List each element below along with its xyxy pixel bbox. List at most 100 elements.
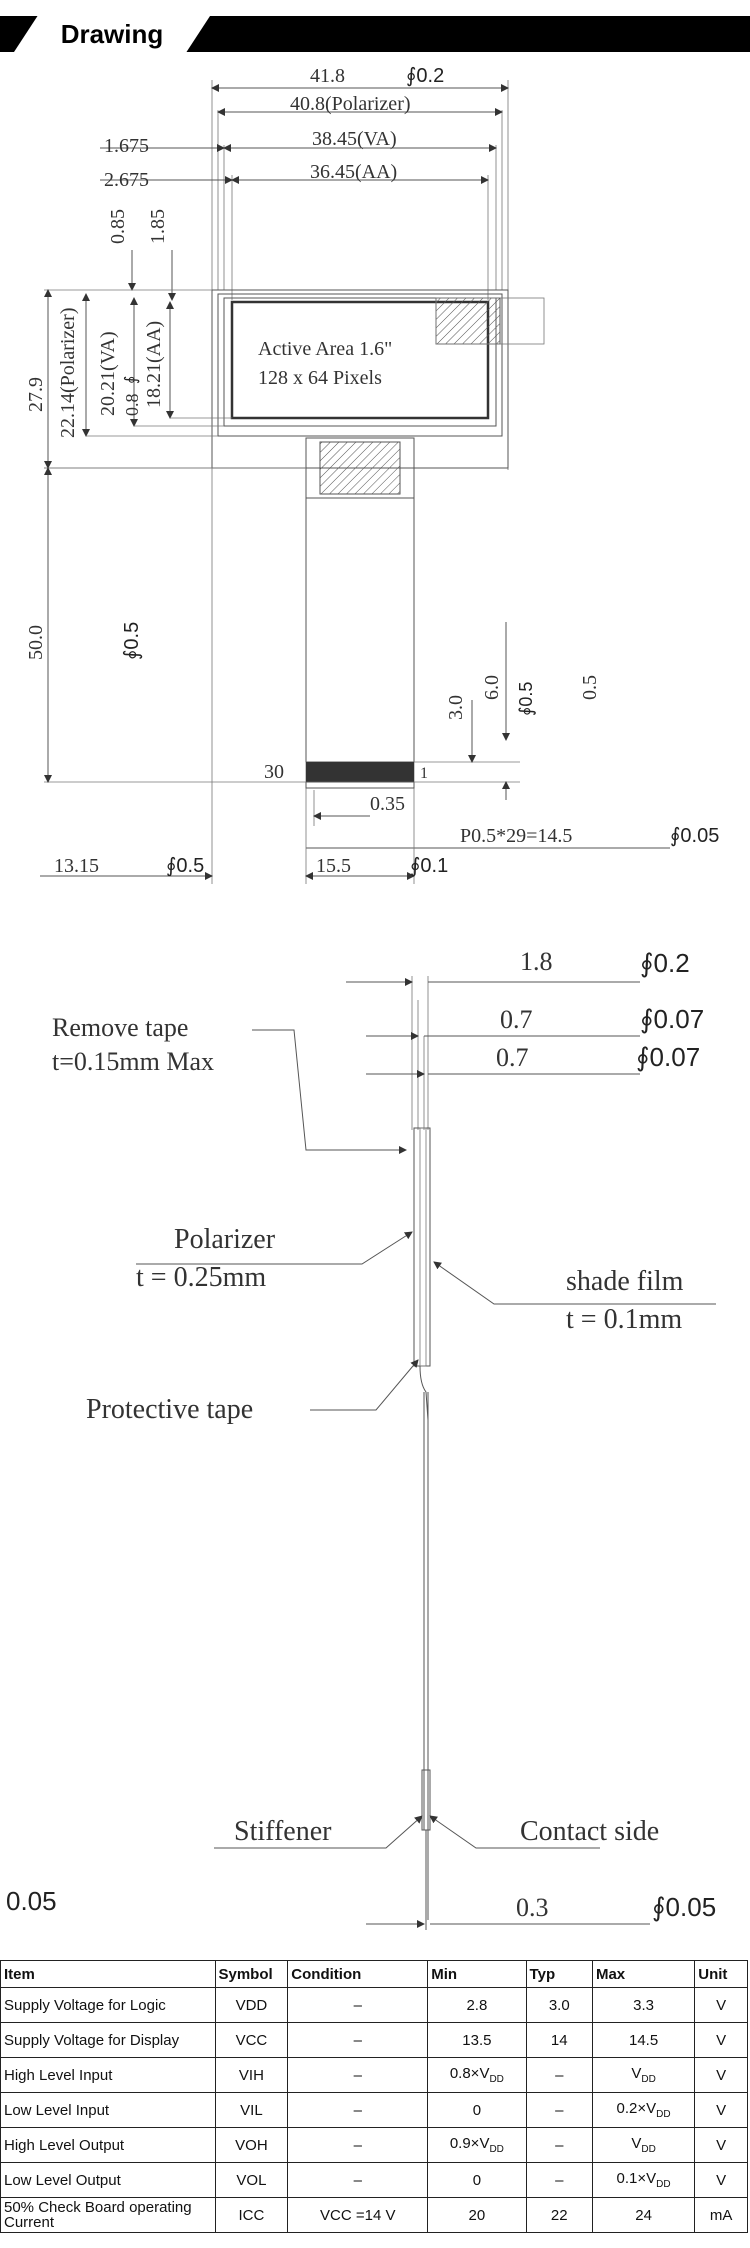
label-shade-film-t: t = 0.1mm xyxy=(566,1304,682,1335)
label-polarizer-t: t = 0.25mm xyxy=(136,1262,266,1293)
cell-max: 0.2×VDD xyxy=(591,2092,696,2128)
mechanical-drawing: 41.8 ∮0.2 40.8(Polarizer) 1.675 38.45(VA… xyxy=(6,65,719,1930)
cell-condition: – xyxy=(287,2057,429,2093)
cell-unit: V xyxy=(694,2022,748,2058)
cell-unit: V xyxy=(694,2127,748,2163)
col-max: Max xyxy=(591,1960,696,1988)
cell-max: 24 xyxy=(591,2197,696,2233)
cell-max: VDD xyxy=(591,2057,696,2093)
dim-total-tol: ∮0.2 xyxy=(640,948,690,978)
dim-top-gap-va: 0.85 xyxy=(107,209,129,244)
cell-min: 0 xyxy=(427,2162,527,2198)
dim-va-height: 20.21(VA) xyxy=(97,331,119,416)
cell-item: High Level Input xyxy=(0,2057,216,2093)
table-row: High Level Output VOH – 0.9×VDD – VDD V xyxy=(0,2127,748,2163)
cell-unit: mA xyxy=(694,2197,748,2233)
label-remove-tape: Remove tape xyxy=(52,1013,188,1042)
dim-fpc-thick: 0.3 xyxy=(516,1893,549,1922)
cell-condition: – xyxy=(287,2162,429,2198)
cell-condition: – xyxy=(287,1987,429,2023)
dim-outer-width: 41.8 xyxy=(310,65,345,87)
dim-va-tol: 0.8 xyxy=(122,394,142,417)
cell-item: Supply Voltage for Display xyxy=(0,2022,216,2058)
cell-min: 20 xyxy=(427,2197,527,2233)
dim-polarizer-height: 22.14(Polarizer) xyxy=(57,307,79,438)
cell-symbol: VCC xyxy=(214,2022,289,2058)
cell-item: High Level Output xyxy=(0,2127,216,2163)
cell-typ: – xyxy=(525,2092,593,2128)
dim-fpc-offset-tol: ∮0.5 xyxy=(166,855,204,877)
cell-symbol: VIH xyxy=(214,2057,289,2093)
col-typ: Typ xyxy=(525,1960,593,1988)
dim-glass-a: 0.7 xyxy=(500,1005,533,1034)
cell-min: 0.8×VDD xyxy=(427,2057,527,2093)
cell-unit: V xyxy=(694,2057,748,2093)
col-condition: Condition xyxy=(287,1960,429,1988)
label-stiffener: Stiffener xyxy=(234,1816,332,1847)
cell-unit: V xyxy=(694,1987,748,2023)
table-row: Low Level Output VOL – 0 – 0.1×VDD V xyxy=(0,2162,748,2198)
dim-glass-a-tol: ∮0.07 xyxy=(640,1004,704,1034)
cell-symbol: VDD xyxy=(214,1987,289,2023)
dim-aa-width: 36.45(AA) xyxy=(310,161,397,183)
dim-aa-height: 18.21(AA) xyxy=(143,321,165,408)
cell-max: 14.5 xyxy=(591,2022,696,2058)
dim-fpc-length: 50.0 xyxy=(25,625,47,660)
cell-min: 0.9×VDD xyxy=(427,2127,527,2163)
dim-va-tol-mark: ∮ xyxy=(123,376,140,384)
dim-va-offset: 1.675 xyxy=(104,135,149,157)
table-row: Supply Voltage for Display VCC – 13.5 14… xyxy=(0,2022,748,2058)
cell-max: 0.1×VDD xyxy=(591,2162,696,2198)
cell-unit: V xyxy=(694,2092,748,2128)
cell-typ: 22 xyxy=(525,2197,593,2233)
side-left-note: 0.05 xyxy=(6,1886,57,1916)
cell-symbol: VOH xyxy=(214,2127,289,2163)
electrical-spec-table: Item Symbol Condition Min Typ Max Unit S… xyxy=(0,1960,748,2233)
dim-fpc-width: 15.5 xyxy=(316,855,351,877)
dim-fpc-width-tol: ∮0.1 xyxy=(410,855,448,877)
cell-condition: VCC =14 V xyxy=(287,2197,429,2233)
cell-typ: – xyxy=(525,2127,593,2163)
dim-side-tol-a: ∮0.5 xyxy=(516,682,536,716)
dim-pitch: P0.5*29=14.5 xyxy=(460,825,572,847)
col-item: Item xyxy=(0,1960,216,1988)
table-row: High Level Input VIH – 0.8×VDD – VDD V xyxy=(0,2057,748,2093)
cell-typ: 3.0 xyxy=(525,1987,593,2023)
cell-condition: – xyxy=(287,2127,429,2163)
active-area-label: Active Area 1.6" xyxy=(258,338,392,360)
cell-symbol: VOL xyxy=(214,2162,289,2198)
dim-glass-b: 0.7 xyxy=(496,1043,529,1072)
label-remove-tape-t: t=0.15mm Max xyxy=(52,1047,214,1076)
cell-typ: 14 xyxy=(525,2022,593,2058)
cell-symbol: VIL xyxy=(214,2092,289,2128)
cell-min: 2.8 xyxy=(427,1987,527,2023)
dim-outer-width-tol: ∮0.2 xyxy=(406,65,444,87)
pin1-label: 1 xyxy=(420,765,428,782)
label-polarizer: Polarizer xyxy=(174,1224,276,1255)
cell-item: Low Level Input xyxy=(0,2092,216,2128)
dim-height: 27.9 xyxy=(25,377,47,412)
cell-max: VDD xyxy=(591,2127,696,2163)
dim-stiffener-len: 6.0 xyxy=(481,675,503,700)
table-header-row: Item Symbol Condition Min Typ Max Unit xyxy=(0,1960,748,1988)
top-view: 41.8 ∮0.2 40.8(Polarizer) 1.675 38.45(VA… xyxy=(25,65,719,884)
dim-fpc-tol: ∮0.05 xyxy=(652,1892,716,1922)
cell-typ: – xyxy=(525,2162,593,2198)
side-view: 1.8 ∮0.2 0.7 ∮0.07 0.7 ∮0.07 Remove tape… xyxy=(6,947,716,1930)
cell-unit: V xyxy=(694,2162,748,2198)
col-min: Min xyxy=(427,1960,527,1988)
cell-condition: – xyxy=(287,2092,429,2128)
page-title: Drawing xyxy=(60,19,164,49)
cell-item: Low Level Output xyxy=(0,2162,216,2198)
table-row: Low Level Input VIL – 0 – 0.2×VDD V xyxy=(0,2092,748,2128)
pixels-label: 128 x 64 Pixels xyxy=(258,367,382,389)
header-tab xyxy=(14,16,210,52)
table-row: Supply Voltage for Logic VDD – 2.8 3.0 3… xyxy=(0,1987,748,2023)
cell-item: 50% Check Board operating Current xyxy=(0,2197,216,2233)
cell-condition: – xyxy=(287,2022,429,2058)
cell-min: 0 xyxy=(427,2092,527,2128)
dim-total-thickness: 1.8 xyxy=(520,947,553,976)
dim-top-gap-aa: 1.85 xyxy=(147,209,169,244)
cell-item: Supply Voltage for Logic xyxy=(0,1987,216,2023)
dim-side-tol-b: 0.5 xyxy=(579,675,601,700)
